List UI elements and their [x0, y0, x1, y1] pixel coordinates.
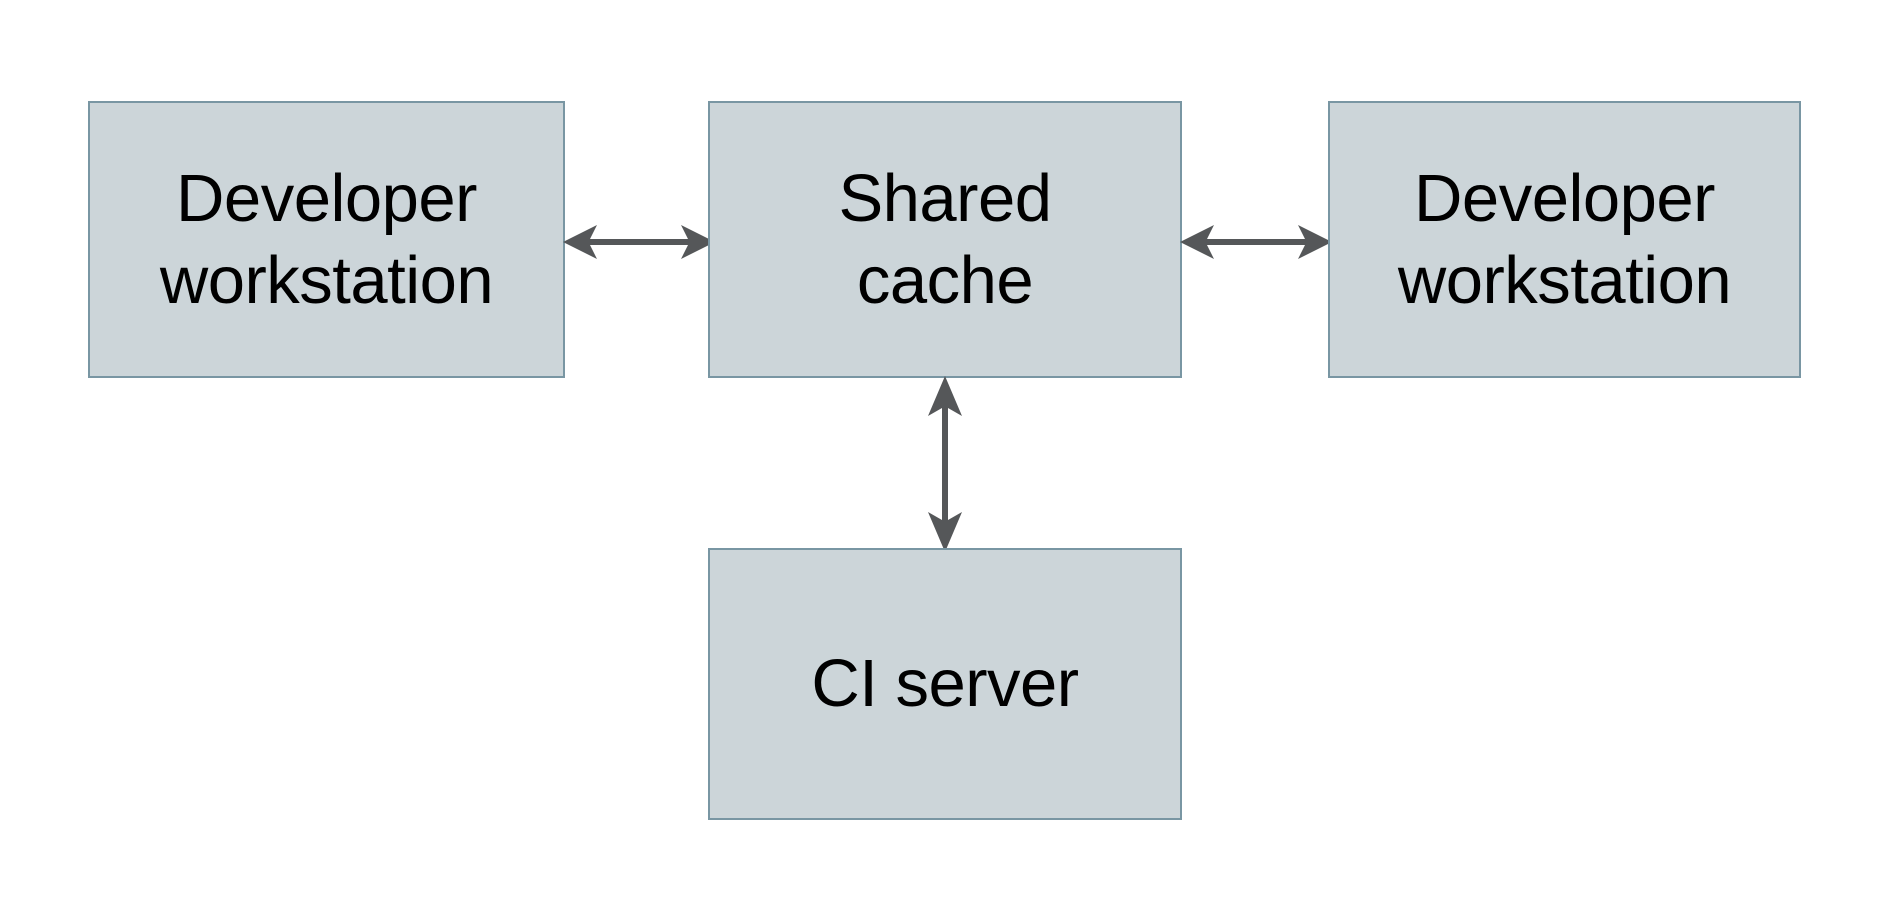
double-arrow-icon	[563, 225, 715, 259]
edge-shared-cache-to-developer-right	[1180, 213, 1332, 271]
edge-shared-cache-to-ci-server	[916, 376, 974, 552]
node-label: Developer workstation	[159, 160, 494, 318]
node-developer-workstation-right[interactable]: Developer workstation	[1328, 101, 1801, 378]
node-label: Shared cache	[838, 160, 1052, 318]
node-label: Developer workstation	[1397, 160, 1732, 318]
node-developer-workstation-left[interactable]: Developer workstation	[88, 101, 565, 378]
double-arrow-icon	[1180, 225, 1332, 259]
edge-developer-left-to-shared-cache	[563, 213, 715, 271]
node-ci-server[interactable]: CI server	[708, 548, 1182, 820]
node-shared-cache[interactable]: Shared cache	[708, 101, 1182, 378]
node-label: CI server	[811, 646, 1079, 722]
double-arrow-vertical-icon	[928, 376, 962, 552]
